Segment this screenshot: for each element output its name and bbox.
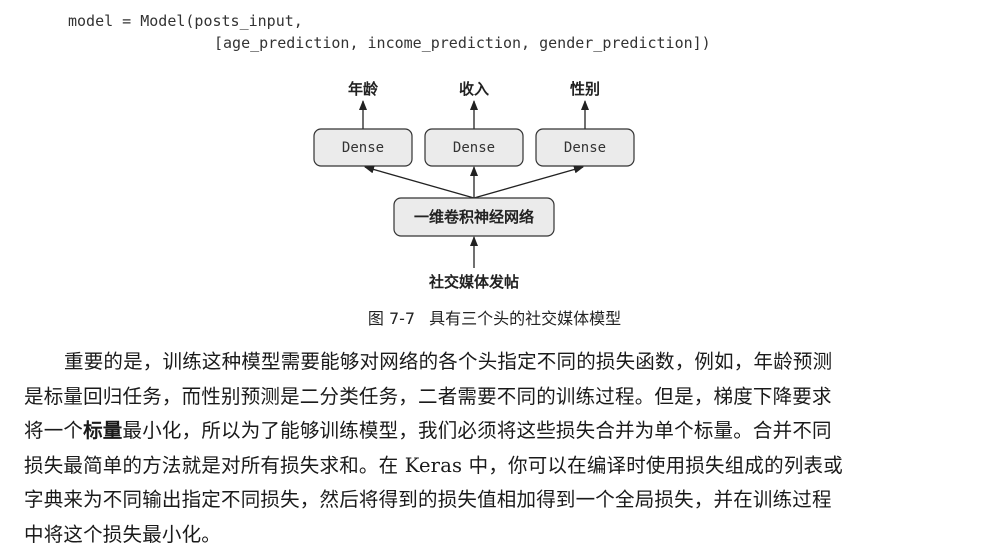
dense-label-income: Dense [453,140,495,156]
paragraph-bold-term: 标量 [83,419,122,442]
paragraph-line-1: 重要的是，训练这种模型需要能够对网络的各个头指定不同的损失函数，例如，年龄预测 [24,345,964,380]
paragraph-line-2: 是标量回归任务，而性别预测是二分类任务，二者需要不同的训练过程。但是，梯度下降要… [24,380,964,415]
figure-number: 图 7-7 [368,309,415,328]
body-paragraph: 重要的是，训练这种模型需要能够对网络的各个头指定不同的损失函数，例如，年龄预测 … [24,345,964,552]
output-label-age: 年龄 [348,80,379,98]
conv-label: 一维卷积神经网络 [414,208,534,226]
dense-label-age: Dense [342,140,384,156]
input-label: 社交媒体发帖 [428,273,519,291]
output-label-income: 收入 [459,80,489,98]
paragraph-line-3: 将一个标量最小化，所以为了能够训练模型，我们必须将这些损失合并为单个标量。合并不… [24,414,964,449]
output-label-gender: 性别 [570,80,600,98]
paragraph-line-4: 损失最简单的方法就是对所有损失求和。在 Keras 中，你可以在编译时使用损失组… [24,449,964,484]
arrow-conv-to-dense-gender [474,167,583,198]
figure-caption: 图 7-7 具有三个头的社交媒体模型 [0,305,989,329]
arrow-conv-to-dense-age [365,167,474,198]
paragraph-line-5: 字典来为不同输出指定不同损失，然后将得到的损失值相加得到一个全局损失，并在训练过… [24,483,964,518]
paragraph-line-3-pre: 将一个 [24,419,83,442]
dense-label-gender: Dense [564,140,606,156]
figure-caption-text: 具有三个头的社交媒体模型 [429,309,621,328]
paragraph-line-3-post: 最小化，所以为了能够训练模型，我们必须将这些损失合并为单个标量。合并不同 [123,419,832,442]
paragraph-line-6: 中将这个损失最小化。 [24,518,964,552]
